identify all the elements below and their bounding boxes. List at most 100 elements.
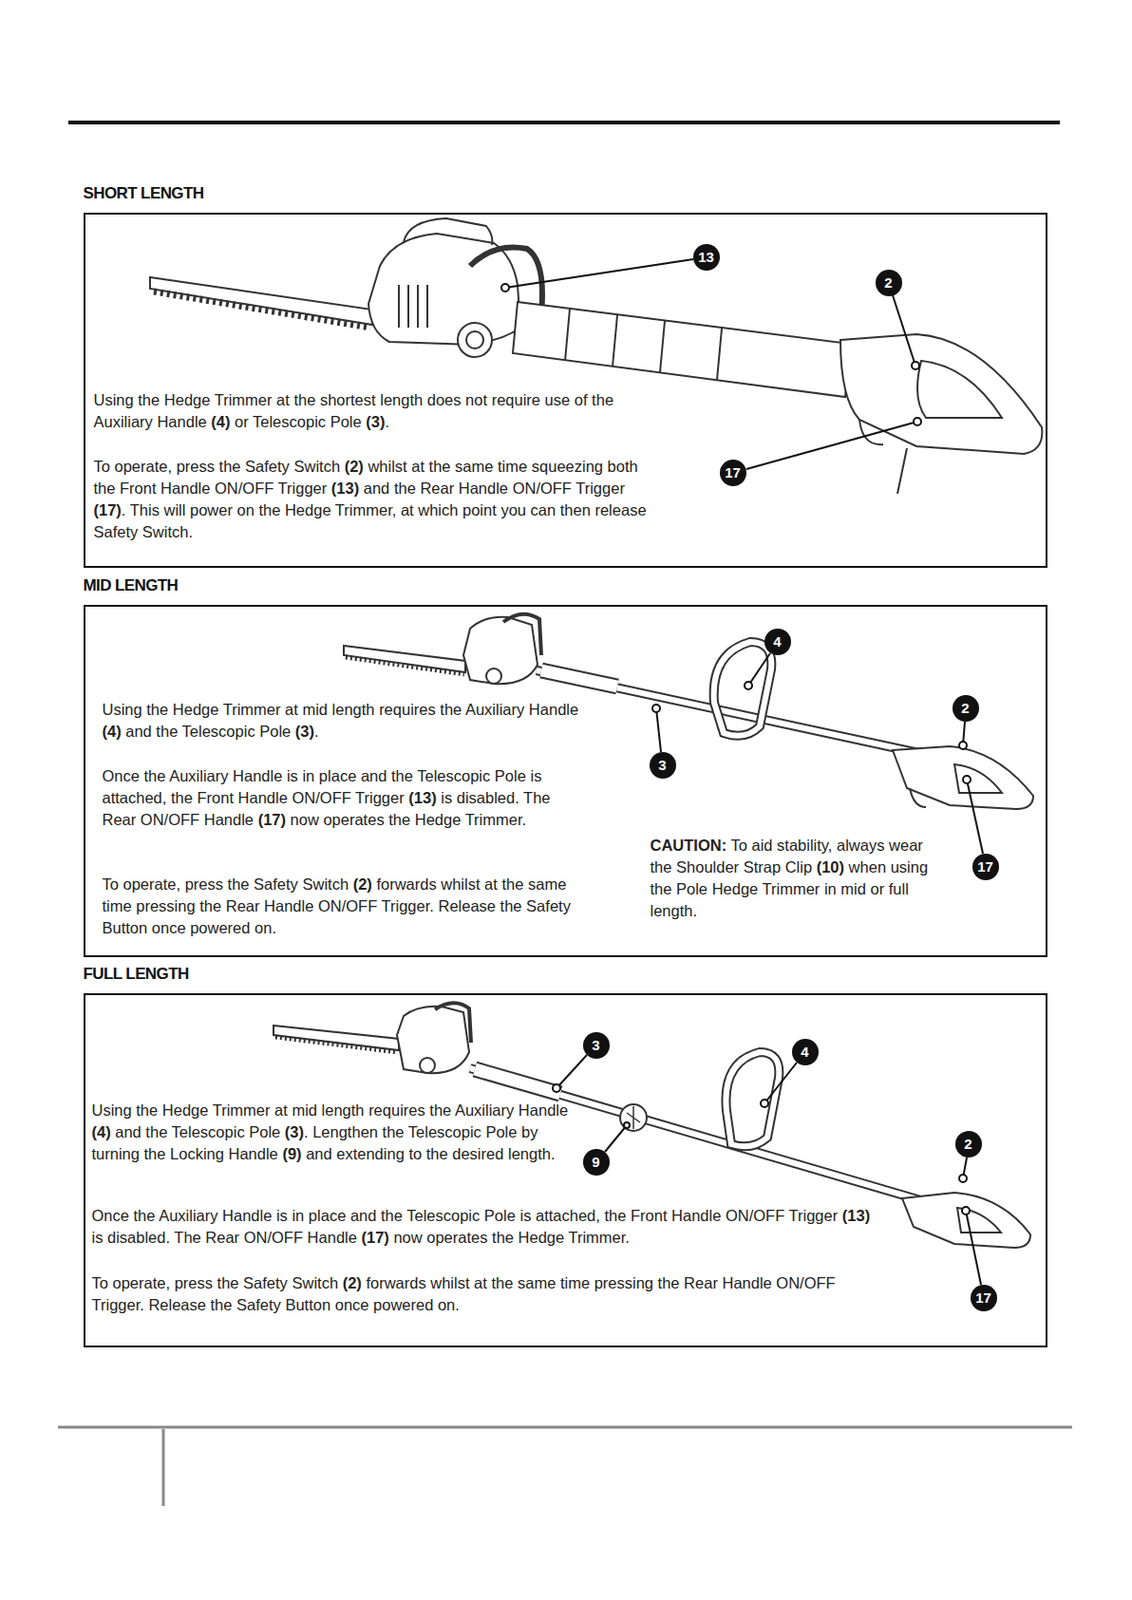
instruction-panel: FULL LENGTHUsing the Hedge Trimmer at mi…: [83, 993, 1048, 1348]
leader-dot: [959, 1174, 967, 1183]
emphasis: (3): [284, 1123, 304, 1141]
callout-label: 17: [719, 459, 747, 487]
trigger: [909, 788, 926, 808]
auxiliary-handle: [714, 641, 773, 736]
callout-number: 4: [792, 1038, 819, 1066]
leader-line: [892, 295, 916, 366]
emphasis: (10): [816, 858, 845, 876]
housing-cap: [403, 218, 492, 246]
leader-dot: [552, 1084, 561, 1093]
callout-label: 3: [583, 1032, 610, 1059]
rear-handle: [902, 1192, 1031, 1248]
footer-divider: [162, 1429, 166, 1507]
instruction-text: CAUTION: To aid stability, always wear t…: [650, 834, 945, 923]
instruction-text: To operate, press the Safety Switch (2) …: [102, 873, 583, 940]
leader-dot: [959, 741, 967, 750]
callout-number: 3: [583, 1032, 610, 1059]
power-cord: [897, 448, 907, 494]
emphasis: (2): [342, 1274, 362, 1292]
callout-number: 2: [952, 695, 980, 722]
blade: [273, 1025, 399, 1051]
hedge-trimmer-short: [150, 218, 1042, 494]
pole-collar-fill: [541, 670, 618, 687]
tube-rings: [565, 308, 722, 380]
callout-label: 4: [792, 1038, 819, 1066]
leader-line: [764, 1062, 797, 1104]
front-handle: [434, 1002, 472, 1043]
handle-opening: [917, 360, 1002, 418]
auxiliary-handle-fill: [725, 1052, 779, 1147]
leader-dot: [962, 1207, 970, 1215]
leader-dot: [911, 361, 920, 370]
emphasis: (17): [258, 811, 286, 829]
callout-number: 17: [972, 853, 1000, 881]
section-heading: SHORT LENGTH: [83, 184, 205, 204]
blade: [343, 645, 466, 673]
leader-line: [505, 259, 694, 288]
callout-label: 9: [583, 1149, 610, 1176]
emphasis: (4): [210, 413, 230, 431]
leader-lines: [501, 259, 983, 1285]
callout-label: 17: [970, 1284, 998, 1312]
pole-outline: [470, 1068, 950, 1209]
rear-handle: [840, 334, 1042, 454]
leader-dot: [501, 283, 510, 292]
emphasis: CAUTION:: [650, 836, 728, 854]
instruction-text: Once the Auxiliary Handle is in place an…: [92, 1205, 871, 1249]
rotation-knob: [457, 322, 492, 358]
auxiliary-handle: [725, 1052, 779, 1147]
section-heading: FULL LENGTH: [83, 964, 189, 984]
pole-collar: [474, 1069, 561, 1095]
pole-fill: [536, 670, 950, 760]
callout-number: 13: [693, 244, 720, 271]
footer-rule: [57, 1426, 1073, 1430]
leader-line: [746, 421, 918, 470]
handle-opening: [954, 764, 1002, 793]
emphasis: (4): [92, 1123, 112, 1141]
callout-label: 2: [952, 695, 980, 722]
rear-handle: [892, 746, 1034, 810]
pole-outline: [536, 670, 950, 760]
blade-teeth: [153, 291, 371, 328]
body-tube: [512, 301, 850, 397]
instruction-text: Using the Hedge Trimmer at the shortest …: [94, 389, 655, 434]
pole-collar-fill: [474, 1069, 561, 1095]
blade: [150, 277, 373, 325]
top-rule: [68, 120, 1060, 125]
callout-label: 3: [649, 752, 677, 779]
leader-dot: [913, 417, 922, 426]
auxiliary-handle-fill: [714, 641, 773, 736]
leader-dot: [652, 704, 661, 713]
blade-teeth: [275, 1037, 398, 1053]
leader-dot: [962, 775, 971, 784]
pole-fill: [470, 1068, 950, 1209]
rotation-knob: [486, 668, 502, 684]
instruction-panel: MID LENGTHUsing the Hedge Trimmer at mid…: [83, 604, 1048, 958]
leader-line: [604, 1125, 627, 1152]
leader-line: [556, 1055, 587, 1089]
leader-dot: [760, 1099, 769, 1108]
callout-number: 2: [955, 1131, 982, 1158]
pole-collar: [541, 670, 618, 687]
callout-label: 17: [972, 853, 1000, 881]
callout-number: 3: [649, 752, 677, 779]
emphasis: (3): [365, 413, 385, 431]
handle-opening: [957, 1207, 1001, 1233]
instruction-text: Once the Auxiliary Handle is in place an…: [102, 765, 583, 831]
vents: [398, 284, 428, 328]
emphasis: (17): [94, 501, 122, 519]
instruction-panel: SHORT LENGTHUsing the Hedge Trimmer at t…: [83, 212, 1048, 568]
callout-label: 13: [693, 244, 720, 271]
rotation-knob-centre: [466, 331, 484, 349]
callout-number: 17: [970, 1284, 998, 1312]
callout-number: 2: [875, 269, 903, 297]
callout-number: 17: [719, 459, 747, 487]
blade-teeth: [345, 657, 465, 675]
emphasis: (2): [353, 875, 373, 893]
callout-number: 4: [764, 628, 792, 656]
callout-label: 4: [764, 628, 792, 656]
leader-dot: [623, 1122, 630, 1129]
emphasis: (13): [842, 1207, 870, 1225]
leader-line: [965, 1210, 982, 1285]
